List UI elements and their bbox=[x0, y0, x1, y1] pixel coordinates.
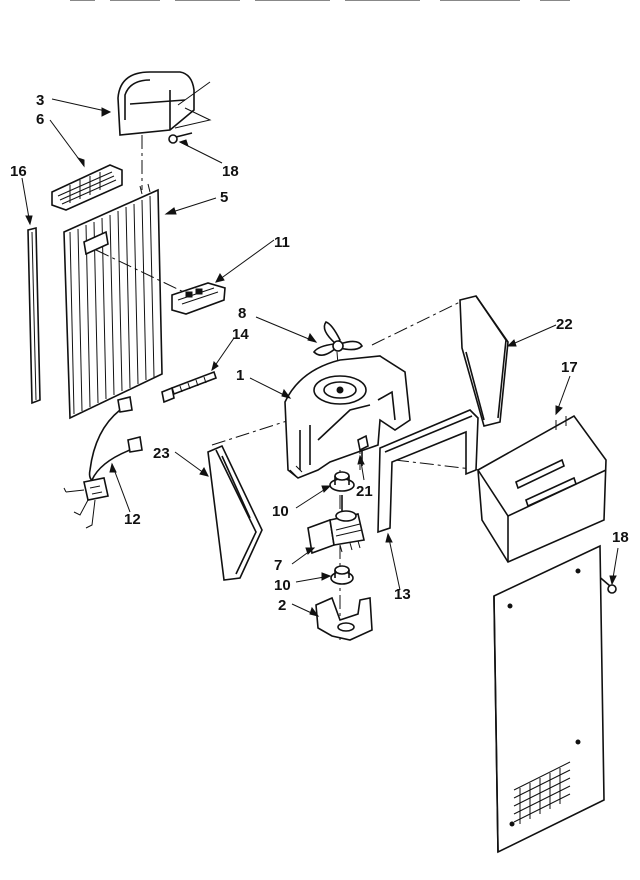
callout-1: 1 bbox=[236, 367, 244, 384]
part-10-grommet-lower bbox=[330, 565, 354, 585]
part-7-fan-motor bbox=[307, 495, 365, 555]
callout-10-upper: 10 bbox=[272, 503, 289, 520]
part-3-duct-cover bbox=[117, 71, 212, 136]
lower-back-panel bbox=[493, 544, 605, 854]
callout-23: 23 bbox=[153, 445, 170, 462]
part-16-gasket-strip bbox=[27, 226, 41, 405]
callout-18-top: 18 bbox=[222, 163, 239, 180]
part-13-air-channel bbox=[377, 409, 479, 534]
part-1-fan-housing bbox=[284, 355, 411, 479]
callout-16: 16 bbox=[10, 163, 27, 180]
part-2-motor-bracket bbox=[315, 596, 373, 641]
part-8-fan-blade bbox=[312, 321, 363, 356]
callout-3: 3 bbox=[36, 92, 44, 109]
callout-18-right: 18 bbox=[612, 529, 629, 546]
callout-10-lower: 10 bbox=[274, 577, 291, 594]
part-6-grille bbox=[51, 164, 123, 211]
callout-17: 17 bbox=[561, 359, 578, 376]
callout-2: 2 bbox=[278, 597, 286, 614]
leader-lines bbox=[21, 98, 619, 617]
part-22-baffle bbox=[459, 295, 509, 427]
callout-11: 11 bbox=[274, 234, 290, 251]
callout-12: 12 bbox=[124, 511, 141, 528]
callout-8: 8 bbox=[238, 305, 246, 322]
callout-21: 21 bbox=[356, 483, 373, 500]
callout-5: 5 bbox=[220, 189, 228, 206]
part-5-evaporator-panel bbox=[63, 183, 163, 420]
part-23-side-panel bbox=[207, 444, 263, 581]
part-10-grommet-upper bbox=[329, 471, 355, 492]
part-18-screw-top bbox=[168, 132, 193, 144]
callout-6: 6 bbox=[36, 111, 44, 128]
part-21-screw bbox=[357, 434, 369, 466]
callout-14: 14 bbox=[232, 326, 249, 343]
callout-7: 7 bbox=[274, 557, 282, 574]
part-17-upper-panel bbox=[477, 414, 607, 564]
callout-22: 22 bbox=[556, 316, 573, 333]
part-14-rod bbox=[161, 370, 218, 404]
callout-13: 13 bbox=[394, 586, 411, 603]
part-12-wire-harness bbox=[63, 396, 143, 529]
part-11-bracket bbox=[171, 282, 226, 315]
callout-labels: 3 6 16 18 5 11 8 14 1 23 21 10 12 7 10 1… bbox=[10, 92, 629, 614]
